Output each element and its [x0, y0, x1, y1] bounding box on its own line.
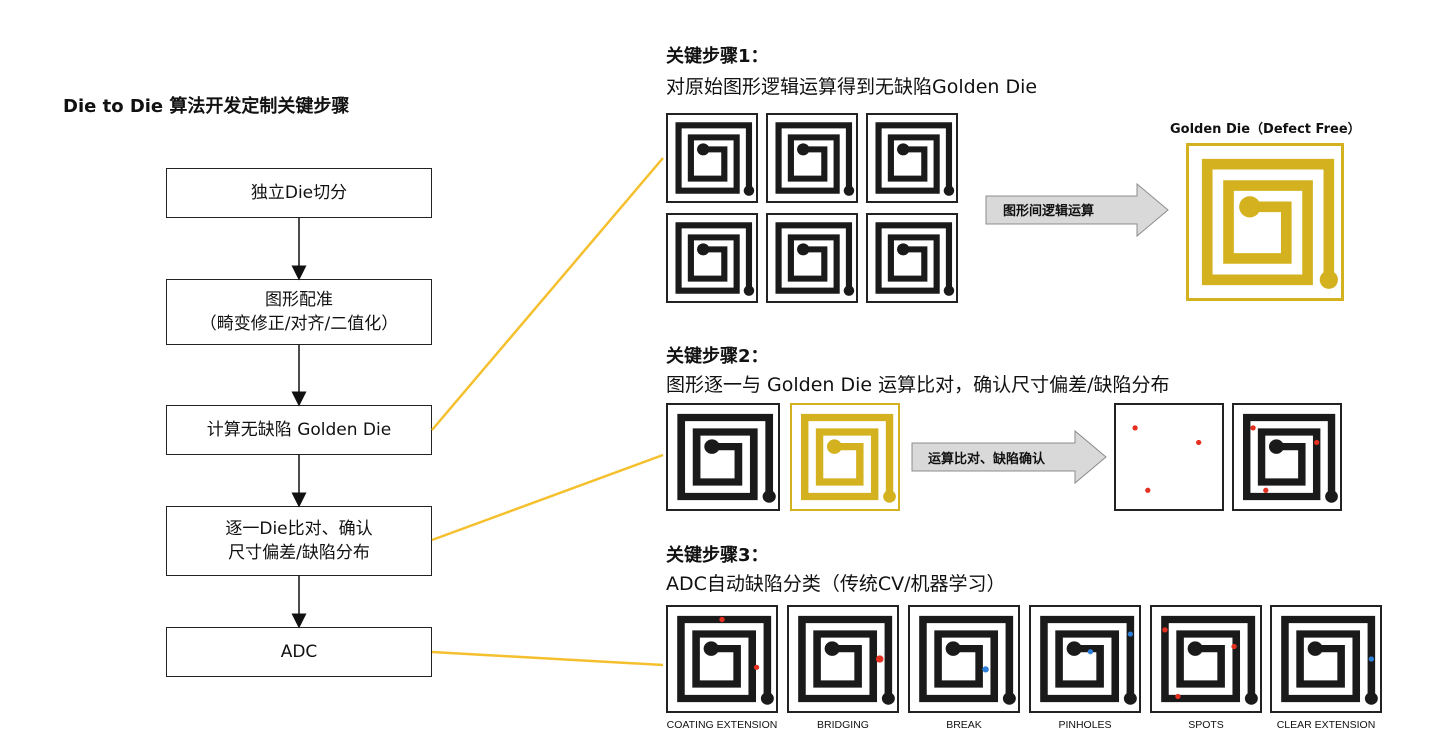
die-image: [766, 113, 858, 203]
adc-caption: BREAK: [946, 719, 982, 731]
defect-markers: [875, 655, 884, 663]
connector-line: [431, 453, 664, 542]
flow-step-label: 独立Die切分: [250, 183, 348, 203]
adc-caption: COATING EXTENSION: [666, 719, 778, 731]
step2-description: 图形逐一与 Golden Die 运算比对，确认尺寸偏差/缺陷分布: [666, 374, 1170, 396]
flow-step-label: 尺寸偏差/缺陷分布: [228, 543, 370, 563]
golden-die-label: Golden Die（Defect Free）: [1170, 122, 1361, 137]
adc-die-image: [1270, 605, 1382, 713]
connector-line: [431, 157, 664, 431]
flow-step-label: 逐一Die比对、确认: [225, 519, 373, 539]
adc-die-image: [666, 605, 778, 713]
defect-markers: [1162, 627, 1237, 700]
flow-step-golden-die: 计算无缺陷 Golden Die: [166, 405, 432, 455]
defect-markers: [1250, 425, 1320, 493]
spiral-pattern: [1161, 615, 1258, 705]
spiral-pattern: [675, 122, 755, 196]
die-image: [766, 213, 858, 303]
spiral-pattern: [675, 222, 755, 296]
spiral-pattern: [875, 122, 955, 196]
step1-heading: 关键步骤1：: [666, 46, 769, 67]
spiral-pattern: [775, 222, 855, 296]
spiral-pattern: [775, 122, 855, 196]
process-arrow-shape: [985, 182, 1169, 238]
spiral-pattern: [677, 413, 776, 503]
adc-die-image: [787, 605, 899, 713]
adc-die-image: [1150, 605, 1262, 713]
die-image: [866, 113, 958, 203]
spiral-pattern: [677, 615, 774, 705]
die-image: [666, 113, 758, 203]
flow-step-adc: ADC: [166, 627, 432, 677]
adc-caption: CLEAR EXTENSION: [1276, 719, 1376, 731]
spiral-pattern: [875, 222, 955, 296]
step3-description: ADC自动缺陷分类（传统CV/机器学习）: [666, 573, 1006, 595]
defect-markers: [1368, 656, 1375, 662]
spiral-pattern: [1243, 413, 1338, 503]
adc-caption: SPOTS: [1188, 719, 1224, 731]
flow-step-label: 图形配准: [265, 290, 333, 310]
flow-step-label: （畸变修正/对齐/二值化）: [199, 314, 399, 334]
golden-die-image: [1186, 143, 1344, 301]
die-defect-overlay-image: [1232, 403, 1342, 511]
golden-spiral-pattern: [1201, 158, 1338, 289]
adc-die-image: [908, 605, 1020, 713]
flow-step-label: 计算无缺陷 Golden Die: [206, 420, 392, 440]
page-title: Die to Die 算法开发定制关键步骤: [63, 96, 350, 117]
flow-step-registration: 图形配准 （畸变修正/对齐/二值化）: [166, 279, 432, 345]
golden-spiral-pattern: [801, 413, 896, 503]
step3-heading: 关键步骤3：: [666, 545, 769, 566]
connector-line: [431, 650, 664, 667]
flow-step-label: ADC: [280, 642, 318, 662]
step2-arrow-label: 运算比对、缺陷确认: [928, 452, 1046, 467]
spiral-pattern: [798, 615, 895, 705]
step1-description: 对原始图形逻辑运算得到无缺陷Golden Die: [666, 76, 1038, 98]
defect-markers: [982, 666, 989, 673]
defect-markers: [1132, 425, 1202, 493]
die-image: [866, 213, 958, 303]
die-image: [666, 213, 758, 303]
adc-die-image: [1029, 605, 1141, 713]
step2-heading: 关键步骤2：: [666, 346, 769, 367]
flow-step-die-split: 独立Die切分: [166, 168, 432, 218]
defect-map-image: [1114, 403, 1224, 511]
spiral-pattern: [1040, 615, 1137, 705]
defect-markers: [1087, 631, 1134, 655]
adc-caption: PINHOLES: [1058, 719, 1112, 731]
step1-arrow-label: 图形间逻辑运算: [1003, 204, 1095, 219]
defect-markers: [719, 616, 760, 670]
golden-die-image: [790, 403, 900, 511]
spiral-pattern: [1281, 615, 1378, 705]
die-image: [666, 403, 780, 511]
spiral-pattern: [919, 615, 1016, 705]
process-arrow-shape: [911, 429, 1107, 485]
adc-caption: BRIDGING: [817, 719, 869, 731]
